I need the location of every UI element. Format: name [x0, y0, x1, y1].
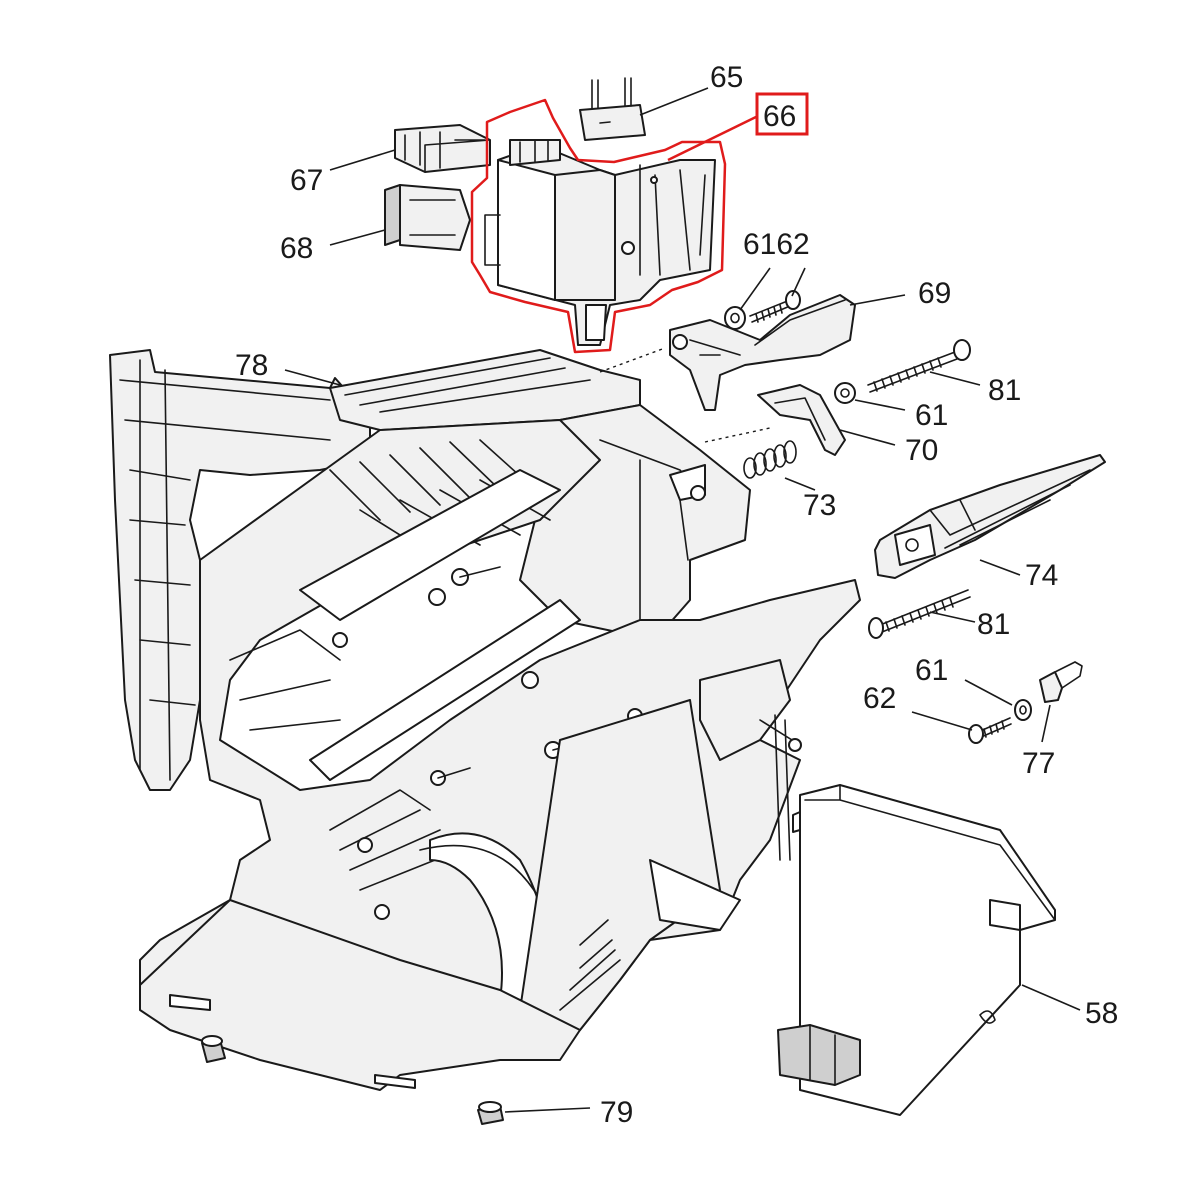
cover-58 — [777, 784, 1056, 1116]
callout-61-62-upper: 6162 — [743, 228, 810, 261]
washer-61-lower — [1014, 699, 1032, 721]
callout-70: 70 — [905, 434, 938, 467]
washer-61-mid — [834, 382, 856, 404]
main-housing-78 — [109, 349, 861, 1091]
part-67-connector — [394, 124, 491, 173]
callout-81-upper: 81 — [988, 374, 1021, 407]
callout-68: 68 — [280, 232, 313, 265]
callout-69: 69 — [918, 277, 951, 310]
foot-upper — [201, 1035, 226, 1063]
bolt-81-lower — [868, 589, 971, 639]
part-68-connector — [384, 184, 471, 251]
foot-79 — [477, 1101, 504, 1125]
callout-67: 67 — [290, 164, 323, 197]
callout-65: 65 — [710, 61, 743, 94]
part-74-guide — [874, 454, 1106, 579]
screw-62-upper — [749, 290, 801, 323]
screw-62-lower — [968, 717, 1012, 744]
washer-61-upper — [724, 306, 746, 330]
callout-66: 66 — [763, 100, 796, 133]
callout-77: 77 — [1022, 747, 1055, 780]
part-69-lever — [669, 294, 856, 411]
callout-79: 79 — [600, 1096, 633, 1129]
part-70-latch — [757, 384, 846, 456]
callout-74: 74 — [1025, 559, 1058, 592]
callout-73: 73 — [803, 489, 836, 522]
callout-78: 78 — [235, 349, 268, 382]
callout-61-mid: 61 — [915, 399, 948, 432]
part-66-housing — [484, 139, 716, 346]
spring-73 — [743, 440, 797, 479]
part-77-stud — [1039, 661, 1083, 703]
callout-61-lower: 61 — [915, 654, 948, 687]
highlight-leader-66 — [667, 113, 761, 162]
highlight-outline-66 — [470, 98, 727, 354]
callout-81-lower: 81 — [977, 608, 1010, 641]
callout-62-lower: 62 — [863, 682, 896, 715]
part-65-clip — [579, 77, 646, 141]
leader-lines — [284, 87, 1081, 1113]
bolt-81-upper — [867, 339, 971, 393]
callout-58: 58 — [1085, 997, 1118, 1030]
callout-66-highlight-box — [755, 92, 809, 136]
